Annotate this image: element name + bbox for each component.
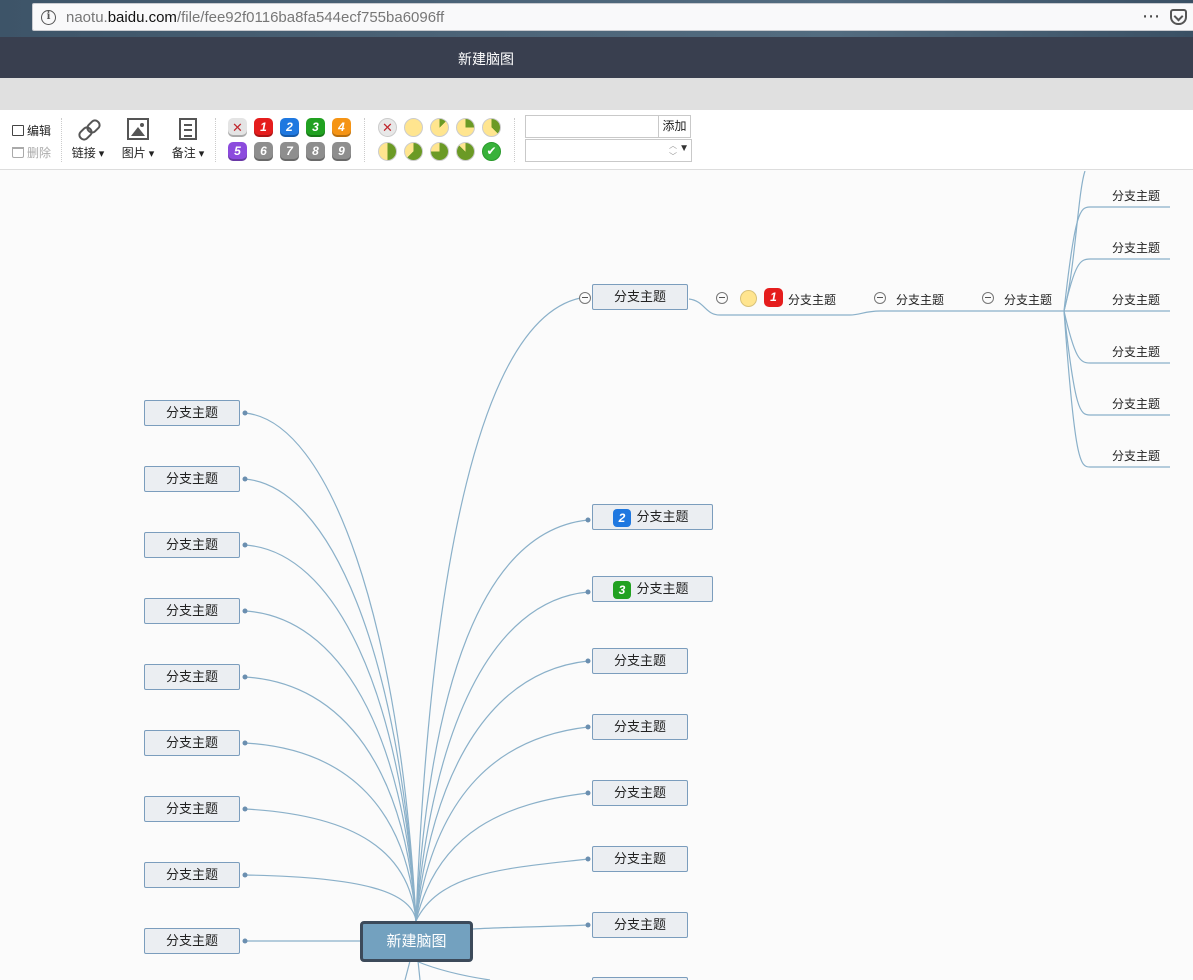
branch-topic-node[interactable]: 分支主题 (592, 912, 688, 938)
priority-5-button[interactable]: 5 (228, 142, 247, 161)
image-button[interactable]: 图片 (116, 118, 160, 161)
progress-4-icon[interactable] (378, 142, 397, 161)
mindmap-canvas[interactable]: 分支主题 分支主题 分支主题 分支主题 分支主题 分支主题 分支主题 分支主题 … (0, 171, 1193, 980)
root-topic-node[interactable]: 新建脑图 (360, 921, 473, 962)
tag-input[interactable] (525, 115, 659, 138)
progress-0-icon[interactable] (404, 118, 423, 137)
branch-topic-node[interactable]: 分支主题 (144, 928, 240, 954)
add-tag-button[interactable]: 添加 (659, 115, 691, 138)
branch-topic-node[interactable]: 分支主题 (144, 730, 240, 756)
priority-4-button[interactable]: 4 (332, 118, 351, 137)
subtopic-node[interactable]: 分支主题 (1112, 397, 1161, 411)
remove-progress-button[interactable]: ✕ (378, 118, 397, 137)
branch-topic-node[interactable]: 分支主题 (144, 466, 240, 492)
edit-icon (12, 125, 24, 136)
subtopic-node[interactable]: 分支主题 (1112, 345, 1161, 359)
subtopic-node[interactable]: 分支主题 (788, 293, 837, 307)
progress-icon (740, 290, 757, 307)
editor-toolbar: 编辑 删除 链接 图片 备注 ✕ 1 2 3 4 5 6 7 8 9 ✕ ✔ 添… (0, 110, 1193, 170)
progress-done-icon[interactable]: ✔ (482, 142, 501, 161)
priority-3-icon: 3 (613, 581, 631, 599)
connector-lines (242, 171, 1170, 980)
collapse-toggle-icon[interactable] (874, 292, 886, 304)
priority-1-button[interactable]: 1 (254, 118, 273, 137)
priority-6-button[interactable]: 6 (254, 142, 273, 161)
priority-8-button[interactable]: 8 (306, 142, 325, 161)
spin-arrows-icon[interactable]: ︿﹀ (669, 141, 677, 161)
priority-1-icon: 1 (764, 288, 783, 307)
dropdown-arrow-icon[interactable]: ▼ (679, 143, 689, 154)
collapse-toggle-icon[interactable] (579, 292, 591, 304)
site-info-icon[interactable]: i (41, 10, 56, 25)
note-button[interactable]: 备注 (166, 118, 210, 161)
subtopic-node[interactable]: 分支主题 (1112, 449, 1161, 463)
trash-icon (12, 147, 24, 158)
progress-6-icon[interactable] (430, 142, 449, 161)
priority-3-button[interactable]: 3 (306, 118, 325, 137)
branch-topic-node[interactable]: 分支主题 (592, 977, 688, 980)
edit-button[interactable]: 编辑 (12, 122, 51, 139)
tab-strip (0, 78, 1193, 110)
subtopic-node[interactable]: 分支主题 (1112, 189, 1161, 203)
image-icon (127, 118, 149, 140)
browser-toolbar: i naotu.baidu.com/file/fee92f0116ba8fa54… (0, 0, 1193, 37)
progress-7-icon[interactable] (456, 142, 475, 161)
priority-2-button[interactable]: 2 (280, 118, 299, 137)
progress-2-icon[interactable] (456, 118, 475, 137)
url-text: naotu.baidu.com/file/fee92f0116ba8fa544e… (66, 9, 445, 26)
branch-topic-node[interactable]: 分支主题 (144, 400, 240, 426)
page-actions-menu-icon[interactable]: ⋯ (1142, 6, 1161, 26)
toolbar-divider (514, 118, 515, 162)
link-icon (77, 118, 99, 140)
subtopic-node[interactable]: 分支主题 (896, 293, 945, 307)
branch-topic-node[interactable]: 分支主题 (592, 648, 688, 674)
remove-priority-button[interactable]: ✕ (228, 118, 247, 137)
toolbar-divider (61, 118, 62, 162)
tag-select[interactable]: ︿﹀ ▼ (525, 139, 692, 162)
document-title[interactable]: 新建脑图 (458, 51, 514, 67)
branch-topic-node[interactable]: 分支主题 (144, 796, 240, 822)
app-title-bar: 新建脑图 (0, 37, 1193, 78)
priority-2-icon: 2 (613, 509, 631, 527)
address-bar[interactable]: i naotu.baidu.com/file/fee92f0116ba8fa54… (32, 3, 1193, 31)
branch-topic-node[interactable]: 分支主题 (592, 846, 688, 872)
note-icon (179, 118, 197, 140)
collapse-toggle-icon[interactable] (716, 292, 728, 304)
progress-5-icon[interactable] (404, 142, 423, 161)
branch-topic-node[interactable]: 分支主题 (592, 714, 688, 740)
priority-7-button[interactable]: 7 (280, 142, 299, 161)
branch-topic-node[interactable]: 分支主题 (592, 284, 688, 310)
link-button[interactable]: 链接 (66, 118, 110, 161)
subtopic-node[interactable]: 分支主题 (1112, 293, 1161, 307)
progress-1-icon[interactable] (430, 118, 449, 137)
progress-3-icon[interactable] (482, 118, 501, 137)
branch-topic-node[interactable]: 分支主题 (144, 598, 240, 624)
delete-button[interactable]: 删除 (12, 144, 51, 161)
pocket-icon[interactable] (1170, 9, 1187, 25)
branch-topic-node[interactable]: 分支主题 (144, 532, 240, 558)
subtopic-node[interactable]: 分支主题 (1004, 293, 1053, 307)
subtopic-node[interactable]: 分支主题 (1112, 241, 1161, 255)
branch-topic-node[interactable]: 分支主题 (144, 664, 240, 690)
branch-topic-node[interactable]: 分支主题 (144, 862, 240, 888)
branch-topic-node[interactable]: 分支主题 (592, 780, 688, 806)
priority-9-button[interactable]: 9 (332, 142, 351, 161)
collapse-toggle-icon[interactable] (982, 292, 994, 304)
toolbar-divider (215, 118, 216, 162)
toolbar-divider (364, 118, 365, 162)
